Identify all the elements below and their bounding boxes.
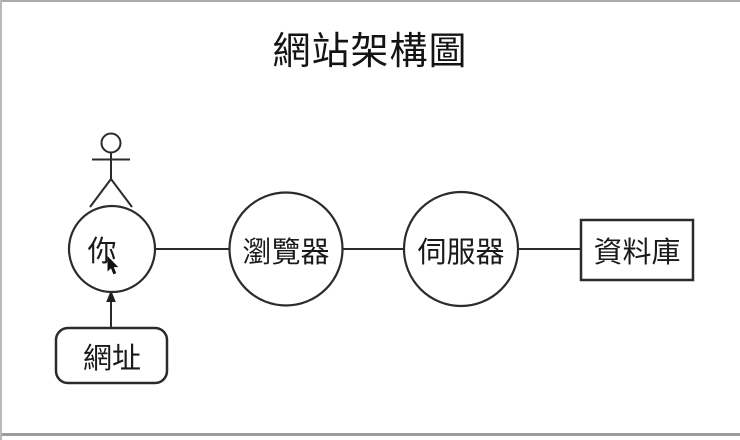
server-node-label: 伺服器 xyxy=(417,235,505,269)
user-node-label: 你 xyxy=(87,234,117,268)
frame-border-bottom xyxy=(2,433,740,436)
browser-node-shape xyxy=(228,191,344,307)
person-stick-figure-icon xyxy=(89,132,133,208)
database-node-label: 資料庫 xyxy=(593,235,681,269)
frame-border-top xyxy=(0,0,740,2)
database-node-shape xyxy=(579,218,695,282)
edge-url-user-arrow xyxy=(106,290,116,328)
server-node-shape xyxy=(402,190,520,308)
mouse-cursor-icon xyxy=(107,256,119,275)
frame-border-left xyxy=(0,0,2,440)
user-node-shape xyxy=(67,204,157,294)
browser-node-label: 瀏覽器 xyxy=(242,235,330,269)
url-node-label: 網址 xyxy=(82,341,142,375)
page-title: 網站架構圖 xyxy=(272,29,468,73)
url-node-shape xyxy=(54,326,169,385)
